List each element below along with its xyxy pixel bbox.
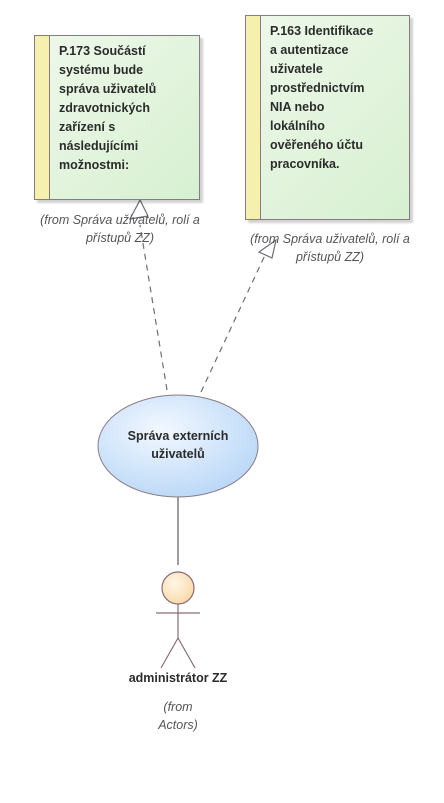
requirement-stripe <box>246 16 261 219</box>
actor-name: administrátor ZZ <box>128 671 228 685</box>
requirement-text: P.173 Součástí systému bude správa uživa… <box>59 44 157 172</box>
requirement-p163[interactable]: P.163 Identifikace a autentizace uživate… <box>245 15 410 220</box>
actor-figure[interactable] <box>156 571 200 669</box>
realization-arrowhead-p163 <box>257 238 277 259</box>
actor-head <box>161 571 195 605</box>
actor-from-label: (from Actors) <box>158 700 198 732</box>
realization-arrowhead-p173 <box>128 198 149 220</box>
use-case-label: Správa externích uživatelů <box>127 429 229 461</box>
requirement-p173[interactable]: P.173 Součástí systému bude správa uživa… <box>34 35 200 200</box>
realization-connector-p163[interactable] <box>200 252 267 393</box>
requirement-stripe <box>35 36 50 199</box>
realization-connector-p173[interactable] <box>139 224 168 391</box>
requirement-from-label: (from Správa uživatelů, rolí a přístupů … <box>40 213 200 245</box>
use-case-ellipse[interactable] <box>97 394 259 498</box>
requirement-text: P.163 Identifikace a autentizace uživate… <box>270 24 374 171</box>
requirement-from-label: (from Správa uživatelů, rolí a přístupů … <box>250 232 410 264</box>
